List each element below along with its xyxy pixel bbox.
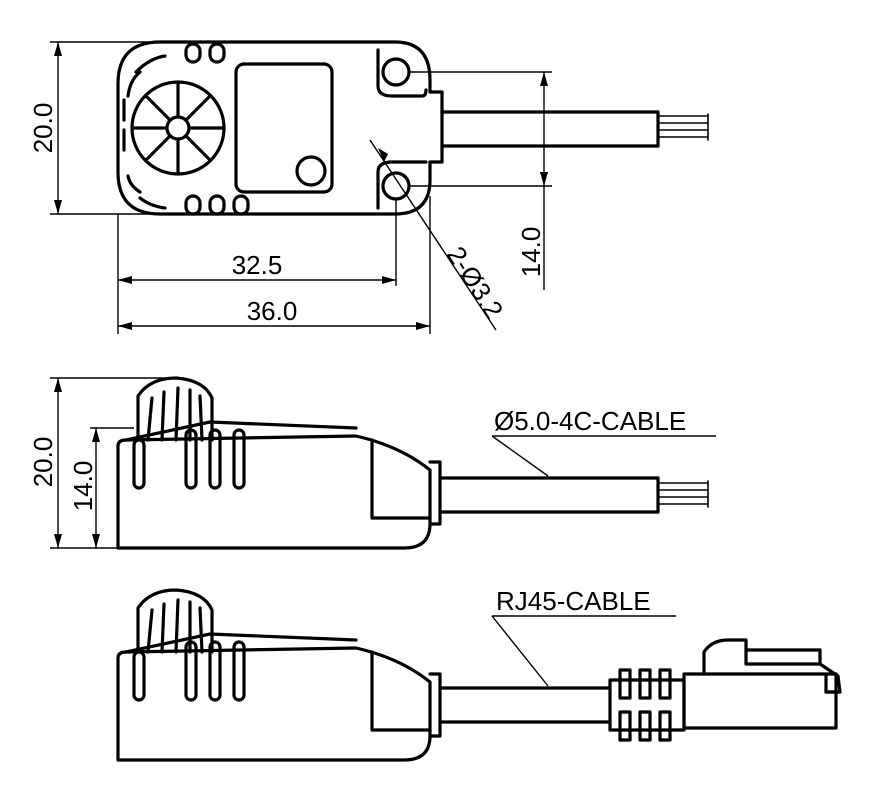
side-view-top-line bbox=[124, 420, 358, 442]
dimension-width-total-label: 36.0 bbox=[247, 296, 298, 326]
cable-rj45-callout: RJ45-CABLE bbox=[491, 586, 676, 687]
strain-relief bbox=[428, 460, 442, 526]
side-view-step bbox=[370, 438, 432, 520]
vent-fins bbox=[132, 640, 246, 702]
mounting-hole-bottom bbox=[381, 171, 411, 201]
cable-4c-label: Ø5.0-4C-CABLE bbox=[494, 406, 686, 436]
side-view-body-outline bbox=[116, 434, 432, 550]
cable-wires bbox=[657, 480, 709, 508]
dimension-width-total: 36.0 bbox=[118, 196, 431, 334]
dimension-height-label: 20.0 bbox=[28, 103, 58, 154]
hole-spec-leader: 2-Ø3.2 bbox=[369, 139, 509, 331]
vent-slots bbox=[122, 42, 250, 216]
dimension-hole-pitch-label: 14.0 bbox=[516, 227, 546, 278]
side-view-rj45: RJ45-CABLE bbox=[116, 586, 842, 762]
display-window bbox=[234, 62, 334, 194]
side-dimension-height: 20.0 bbox=[28, 377, 170, 549]
side-view-step bbox=[370, 650, 432, 732]
button-circle bbox=[295, 155, 327, 187]
mounting-ear-bottom bbox=[376, 160, 428, 210]
dimension-width-inner-label: 32.5 bbox=[232, 250, 283, 280]
dimension-hole-pitch: 14.0 bbox=[410, 71, 552, 290]
strain-relief bbox=[428, 672, 442, 738]
side-view-body-outline bbox=[116, 646, 432, 762]
side-view-top-line bbox=[124, 632, 358, 654]
cable-wires bbox=[657, 113, 709, 141]
top-view: 20.0 14.0 32.5 36.0 bbox=[28, 40, 709, 334]
side-dimension-height-label: 20.0 bbox=[28, 437, 58, 488]
fan-cap bbox=[136, 588, 214, 654]
mounting-ear-top bbox=[376, 48, 428, 98]
cable-rj45-label: RJ45-CABLE bbox=[496, 586, 651, 616]
top-view-body-outline bbox=[116, 40, 444, 216]
fan-cap bbox=[136, 376, 214, 442]
dimension-width-inner: 32.5 bbox=[117, 200, 397, 334]
side-dimension-body: 14.0 bbox=[68, 427, 134, 548]
rj45-boot bbox=[608, 668, 686, 742]
fan-wheel-icon bbox=[130, 80, 226, 176]
side-view-4c: Ø5.0-4C-CABLE 20.0 14.0 bbox=[28, 376, 716, 550]
rj45-plug bbox=[682, 638, 842, 730]
cable-4c-callout: Ø5.0-4C-CABLE bbox=[491, 406, 716, 477]
side-dimension-body-label: 14.0 bbox=[68, 461, 98, 512]
vent-fins bbox=[132, 428, 246, 490]
mounting-hole-top bbox=[381, 57, 411, 87]
hole-spec-label: 2-Ø3.2 bbox=[441, 241, 509, 324]
dimension-height: 20.0 bbox=[28, 41, 156, 215]
